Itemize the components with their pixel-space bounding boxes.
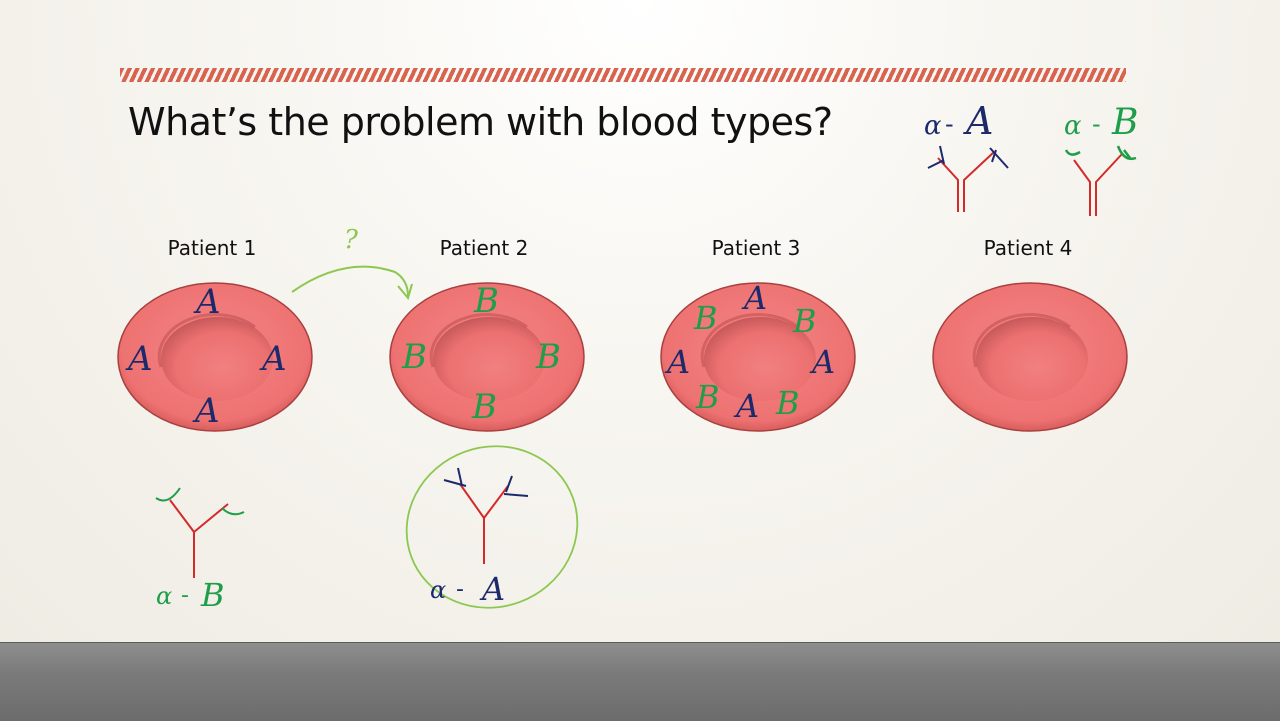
patient-1-label: Patient 1 <box>167 236 257 260</box>
antigen-b-marker: B <box>471 387 497 427</box>
antigen-a-marker: A <box>733 387 759 425</box>
svg-text:B: B <box>1111 102 1138 143</box>
antigen-a-marker: A <box>193 282 221 322</box>
antibody-icon <box>1064 145 1137 216</box>
svg-text:A: A <box>479 570 505 608</box>
antigen-a-marker: A <box>809 343 835 381</box>
antigen-b-marker: B <box>693 299 718 337</box>
antigen-a-marker: A <box>664 343 690 381</box>
antigen-a-marker: A <box>192 391 220 431</box>
svg-text:-: - <box>181 583 189 608</box>
antigen-a-marker: A <box>741 279 767 317</box>
red-blood-cell-patient-4 <box>931 281 1129 433</box>
slide-title: What’s the problem with blood types? <box>128 100 833 144</box>
svg-text:α: α <box>156 582 172 610</box>
svg-text:α: α <box>1064 111 1082 141</box>
patient-1-antibody: α - B <box>155 487 245 614</box>
transfusion-arrow <box>291 265 413 301</box>
highlight-circle <box>405 445 579 609</box>
svg-text:-: - <box>456 577 464 602</box>
svg-text:B: B <box>200 576 225 614</box>
svg-text:A: A <box>963 99 993 143</box>
patient-4-label: Patient 4 <box>983 236 1073 260</box>
floor-band <box>0 642 1280 721</box>
antigen-a-marker: A <box>125 339 153 379</box>
svg-text:-: - <box>1092 110 1101 138</box>
svg-text:-: - <box>945 110 954 138</box>
patient-2-antibody: α - A <box>405 445 579 609</box>
antigen-b-marker: B <box>401 337 427 377</box>
antigen-b-marker: B <box>535 337 561 377</box>
antigen-b-marker: B <box>775 384 800 422</box>
patient-2-label: Patient 2 <box>439 236 529 260</box>
antigen-a-marker: A <box>259 339 287 379</box>
patient-3-label: Patient 3 <box>711 236 801 260</box>
svg-text:α: α <box>924 111 942 141</box>
antibody-icon <box>927 145 1009 212</box>
svg-text:α: α <box>430 576 446 604</box>
antigen-b-marker: B <box>695 378 720 416</box>
legend-anti-a-antibody: α - A <box>924 99 1009 212</box>
antigen-b-marker: B <box>473 281 499 321</box>
question-mark: ? <box>344 225 359 255</box>
antigen-b-marker: B <box>792 302 817 340</box>
decorative-stripe <box>120 68 1126 82</box>
legend-anti-b-antibody: α - B <box>1064 102 1138 216</box>
